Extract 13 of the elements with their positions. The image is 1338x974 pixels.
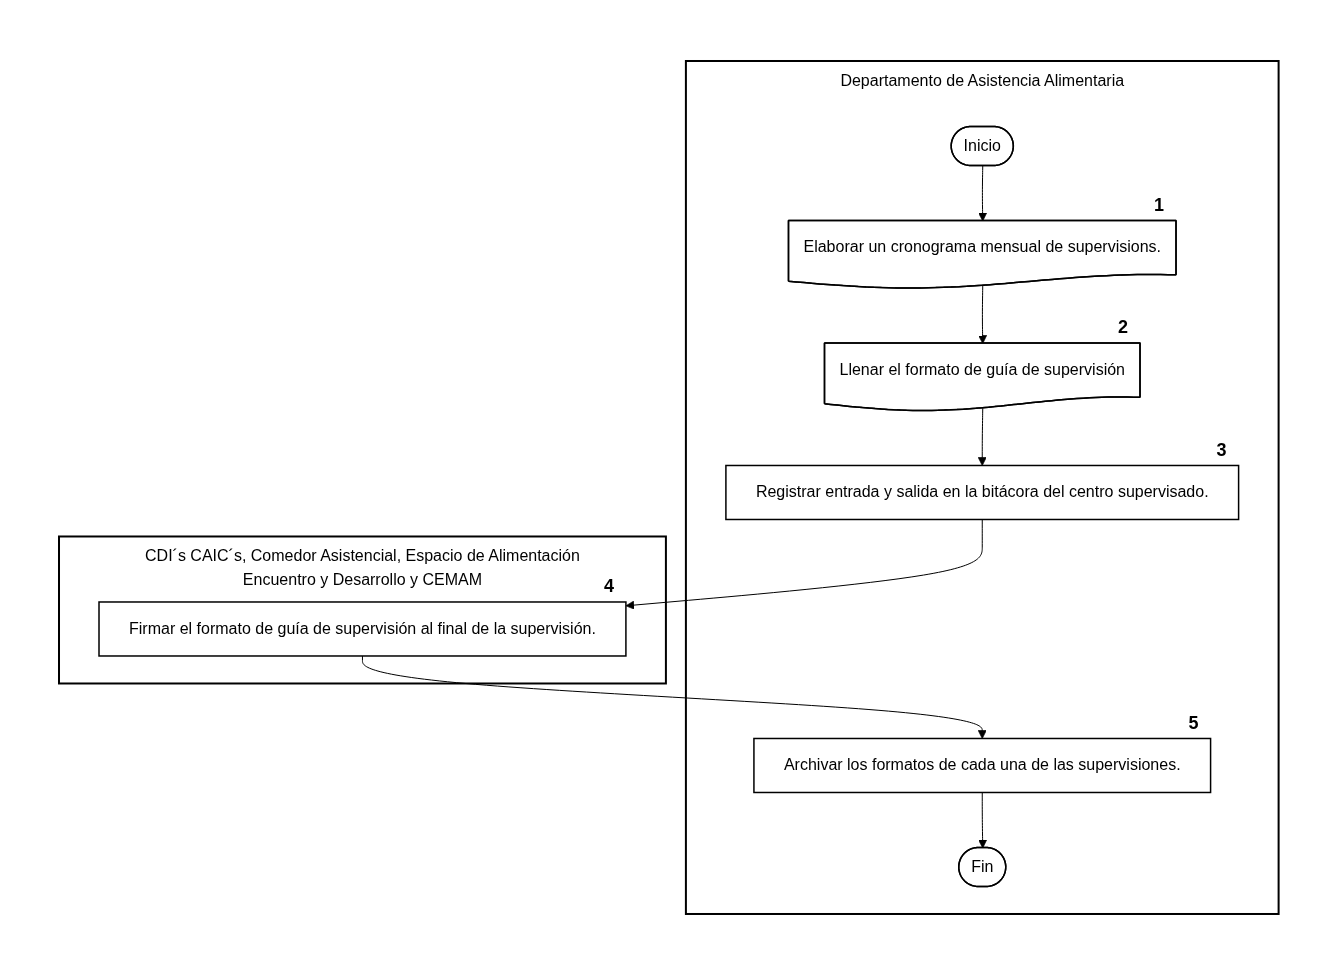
step-number: 2 [1118,316,1129,337]
step-number: 3 [1216,439,1227,459]
step-number: 5 [1188,712,1199,732]
arrow [625,518,983,609]
step-number: 4 [604,575,615,596]
arrow [978,791,988,848]
arrow [362,655,987,739]
node-box: Registrar entrada y salida en la bitácora del centro supervisado. [725,464,1240,520]
node-box: Archivar los formatos de cada una de las supervisiones. [753,737,1212,793]
step-number: 1 [1154,194,1165,214]
node-box: Firmar el formato de guía de supervisión al final de la supervisión. [98,600,627,657]
arrow [978,407,987,466]
arrow [978,165,988,221]
